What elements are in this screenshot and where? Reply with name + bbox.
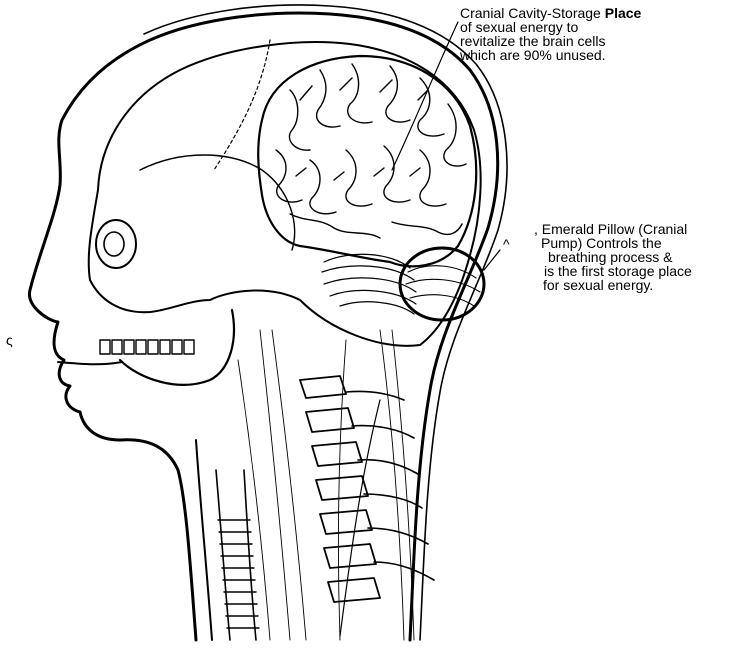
trachea: [216, 470, 256, 640]
emerald-pillow-callout: , Emerald Pillow (Cranial Pump) Controls…: [534, 222, 692, 292]
cranial-cavity-callout: Cranial Cavity-Storage Place of sexual e…: [460, 6, 641, 62]
cerebellum-inner-lines: [406, 266, 480, 306]
stray-mark: ς: [6, 332, 13, 348]
pillow-callout-line-5: for sexual energy.: [534, 278, 692, 292]
cranial-callout-line-2: of sexual energy to: [460, 20, 641, 34]
outer-skin-contour: [29, 13, 497, 640]
temporal-line: [140, 155, 295, 250]
pillow-callout-line-4: is the first storage place: [534, 264, 692, 278]
mouth-line: [58, 362, 122, 364]
pillow-callout-line-3: breathing process &: [534, 250, 692, 264]
cranial-callout-line-1: Cranial Cavity-Storage Place: [460, 6, 641, 20]
eye: [104, 232, 124, 256]
jaw: [120, 310, 234, 385]
inner-skin-contour: [144, 5, 507, 640]
cranial-callout-line-3: revitalize the brain cells: [460, 34, 641, 48]
cranial-callout-line-4: which are 90% unused.: [460, 48, 641, 62]
coronal-suture: [214, 40, 270, 170]
pillow-callout-line-2: Pump) Controls the: [534, 236, 692, 250]
eye-orbit: [96, 220, 136, 268]
pillow-callout-line-1: , Emerald Pillow (Cranial: [534, 222, 692, 236]
throat-front: [196, 440, 212, 640]
cranial-callout-bold-word: Place: [605, 5, 642, 21]
brain-gyri: [276, 64, 466, 238]
cervical-vertebrae: [300, 376, 380, 602]
caret-mark: ^: [503, 236, 510, 252]
cerebellum-striations: [322, 254, 416, 314]
teeth: [100, 340, 194, 354]
